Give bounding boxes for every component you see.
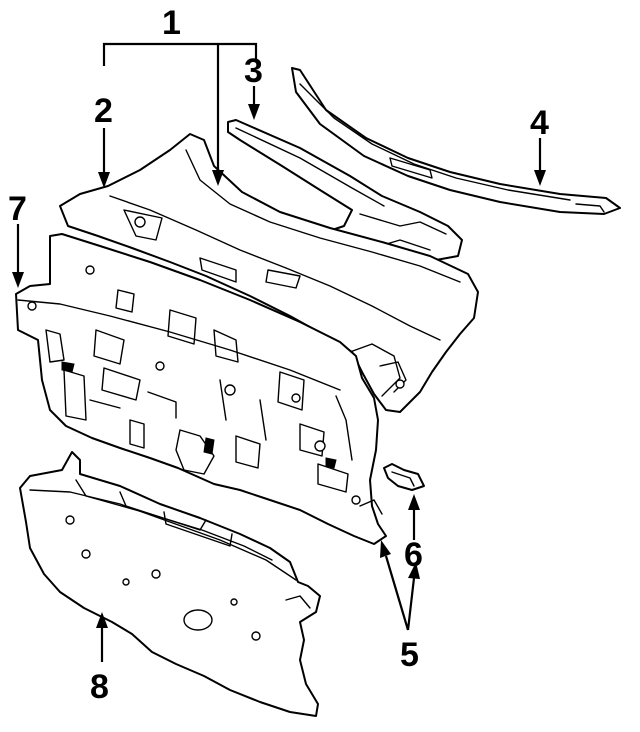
arrow-5a [380, 540, 391, 558]
leader-5b [406, 577, 416, 631]
arrow-7 [12, 272, 24, 288]
callout-3: 3 [244, 52, 263, 90]
callout-labels: 1 2 3 4 5 6 7 8 [8, 4, 549, 706]
leader-lines [12, 42, 546, 662]
callout-2: 2 [94, 92, 113, 130]
callout-4: 4 [530, 104, 549, 142]
part-lower-insulator-panel [19, 451, 321, 717]
leader-1b [172, 42, 258, 60]
arrow-3 [248, 104, 260, 120]
arrow-8 [96, 612, 108, 628]
arrow-4 [534, 170, 546, 186]
arrow-2 [98, 172, 110, 188]
callout-6: 6 [404, 536, 423, 574]
part-dash-panel [15, 233, 387, 545]
part-upper-cowl-panel [59, 133, 479, 413]
callout-5: 5 [400, 636, 419, 674]
arrow-1 [212, 170, 224, 186]
callout-7: 7 [8, 190, 27, 228]
callout-8: 8 [90, 668, 109, 706]
part-cowl-top-panel [291, 67, 621, 215]
arrow-5b [408, 562, 420, 579]
callout-1: 1 [162, 4, 181, 42]
leader-5a [384, 555, 410, 631]
arrow-6 [408, 494, 420, 510]
leader-1 [102, 42, 172, 66]
part-small-bracket [383, 463, 425, 491]
